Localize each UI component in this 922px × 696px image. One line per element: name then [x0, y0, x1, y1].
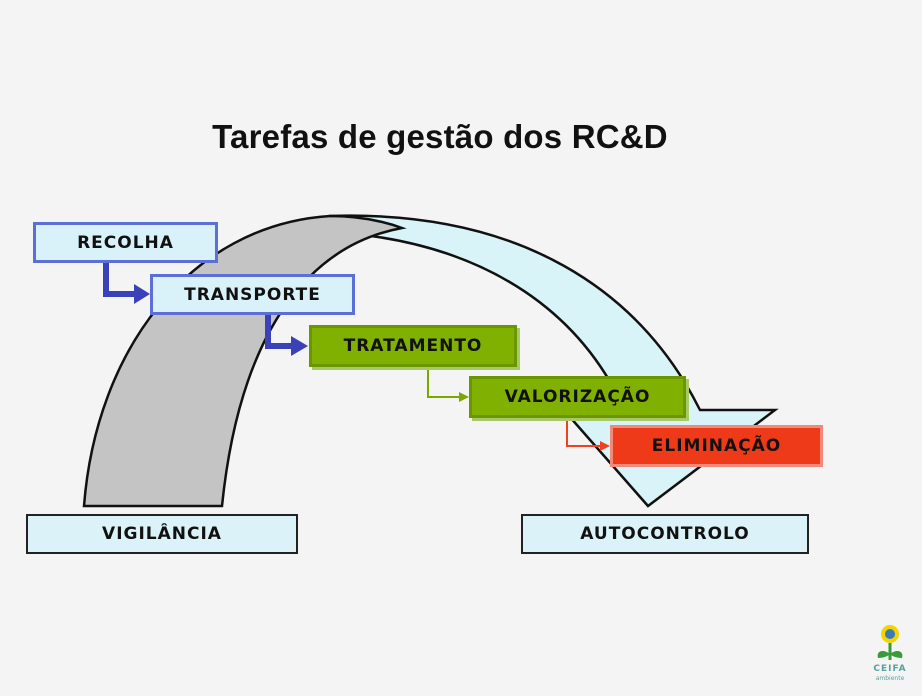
step-eliminacao: ELIMINAÇÃO [610, 425, 823, 467]
connector-transporte-tratamento [265, 313, 308, 356]
step-transporte: TRANSPORTE [150, 274, 355, 315]
page-title: Tarefas de gestão dos RC&D [212, 118, 668, 155]
step-tratamento: TRATAMENTO [309, 325, 517, 367]
connector-valorizacao-eliminacao [566, 420, 610, 451]
step-recolha: RECOLHA [33, 222, 218, 263]
sunflower-logo-icon [877, 625, 903, 660]
logo-tagline: ambiente [875, 675, 905, 682]
step-valorizacao: VALORIZAÇÃO [469, 376, 686, 418]
arch-left-band [82, 214, 407, 508]
connector-tratamento-valorizacao [427, 368, 469, 402]
base-autocontrolo: AUTOCONTROLO [521, 514, 809, 554]
connector-recolha-transporte [103, 262, 150, 304]
base-vigilancia: VIGILÂNCIA [26, 514, 298, 554]
logo-name: CEIFA [873, 664, 907, 674]
